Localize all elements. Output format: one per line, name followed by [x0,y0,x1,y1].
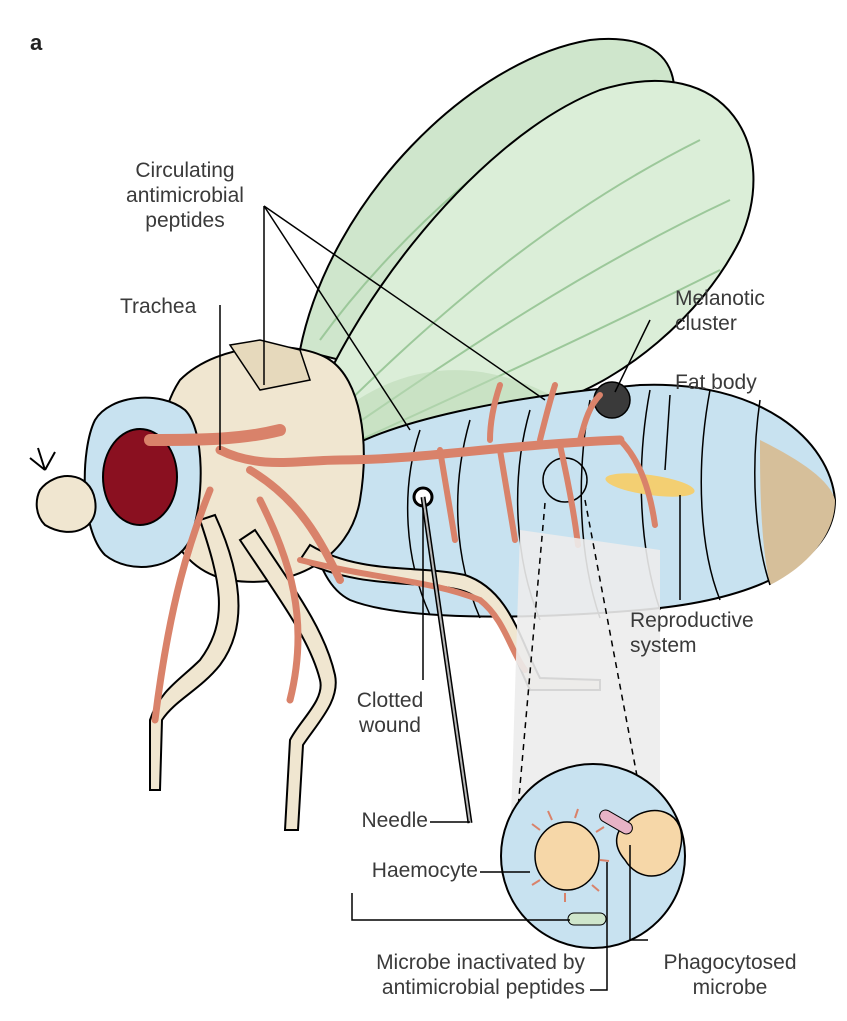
haemocyte-cell [535,822,599,890]
label-line: Circulating [110,158,260,183]
label-melanotic-cluster: Melanotic cluster [675,286,765,336]
label-line: Reproductive [630,608,754,633]
label-line: Phagocytosed [640,950,820,975]
label-line: cluster [675,311,765,336]
label-needle: Needle [300,808,428,833]
label-haemocyte: Haemocyte [300,858,478,883]
label-trachea: Trachea [120,294,196,319]
label-line: wound [340,713,440,738]
label-line: peptides [110,208,260,233]
label-clotted-wound: Clotted wound [340,688,440,738]
label-line: antimicrobial peptides [290,975,585,1000]
head [30,398,201,567]
label-phagocytosed-microbe: Phagocytosed microbe [640,950,820,1000]
label-circulating-peptides: Circulating antimicrobial peptides [110,158,260,233]
panel-label: a [30,30,42,55]
inset-magnifier [501,500,685,948]
label-line: system [630,633,754,658]
label-line: Microbe inactivated by [290,950,585,975]
label-line: Clotted [340,688,440,713]
label-microbe-inactivated: Microbe inactivated by antimicrobial pep… [290,950,585,1000]
inactivated-microbe-shape [568,913,606,925]
label-line: antimicrobial [110,183,260,208]
label-reproductive-system: Reproductive system [630,608,754,658]
antenna [30,448,55,470]
label-line: Melanotic [675,286,765,311]
label-line: microbe [640,975,820,1000]
label-fat-body: Fat body [675,370,757,395]
